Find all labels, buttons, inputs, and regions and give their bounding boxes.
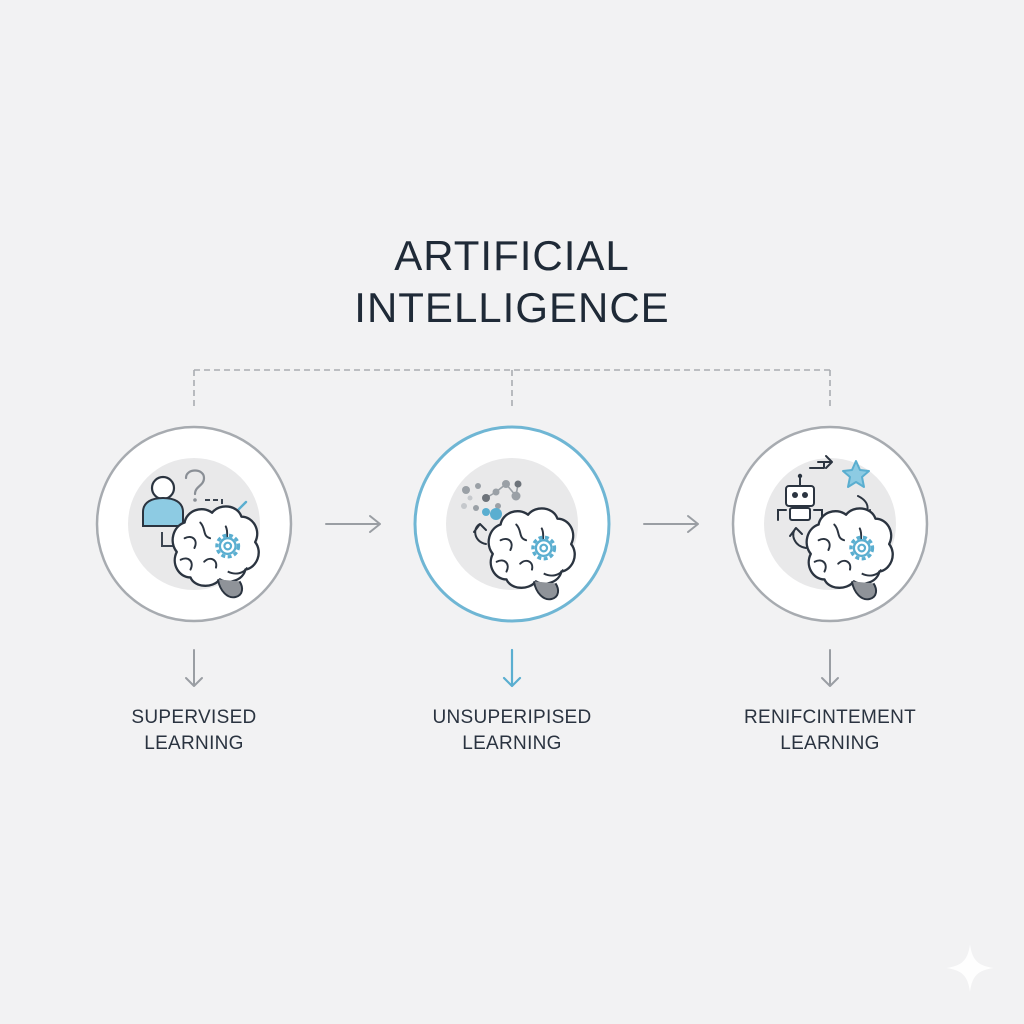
flow-arrow-1 xyxy=(325,515,381,533)
title-line-2: INTELLIGENCE xyxy=(354,284,670,331)
flow-bracket xyxy=(205,499,223,510)
down-arrow-supervised xyxy=(185,649,203,687)
label-reinforcement-line-1: RENIFCINTEMENT xyxy=(743,707,917,728)
sparkle-icon xyxy=(946,944,994,992)
cycle-arrow-icon xyxy=(789,527,807,549)
down-arrow-unsupervised xyxy=(502,648,522,688)
diagram-title: ARTIFICIAL INTELLIGENCE xyxy=(0,230,1024,334)
cycle-arrow-icon xyxy=(473,523,487,545)
label-unsupervised-line-1: UNSUPERIPISED xyxy=(432,707,592,728)
person-icon xyxy=(142,475,184,527)
label-supervised-line-2: LEARNING xyxy=(144,733,244,754)
node-unsupervised xyxy=(413,425,611,623)
label-supervised: SUPERVISED LEARNING xyxy=(74,705,314,757)
label-reinforcement: RENIFCINTEMENT LEARNING xyxy=(710,705,950,757)
flow-arrow-2 xyxy=(643,515,699,533)
label-supervised-line-1: SUPERVISED xyxy=(131,707,257,728)
down-arrow-reinforcement xyxy=(821,649,839,687)
node-supervised xyxy=(95,425,293,623)
question-mark-icon xyxy=(184,469,206,502)
label-unsupervised: UNSUPERIPISED LEARNING xyxy=(392,705,632,757)
title-line-1: ARTIFICIAL xyxy=(394,232,630,279)
star-icon xyxy=(842,460,870,488)
arrow-to-star xyxy=(809,455,833,469)
robot-icon xyxy=(777,473,823,521)
label-reinforcement-line-2: LEARNING xyxy=(780,733,880,754)
label-unsupervised-line-2: LEARNING xyxy=(462,733,562,754)
data-cluster-icon xyxy=(461,480,522,520)
node-reinforcement xyxy=(731,425,929,623)
connector-lines xyxy=(193,369,831,408)
